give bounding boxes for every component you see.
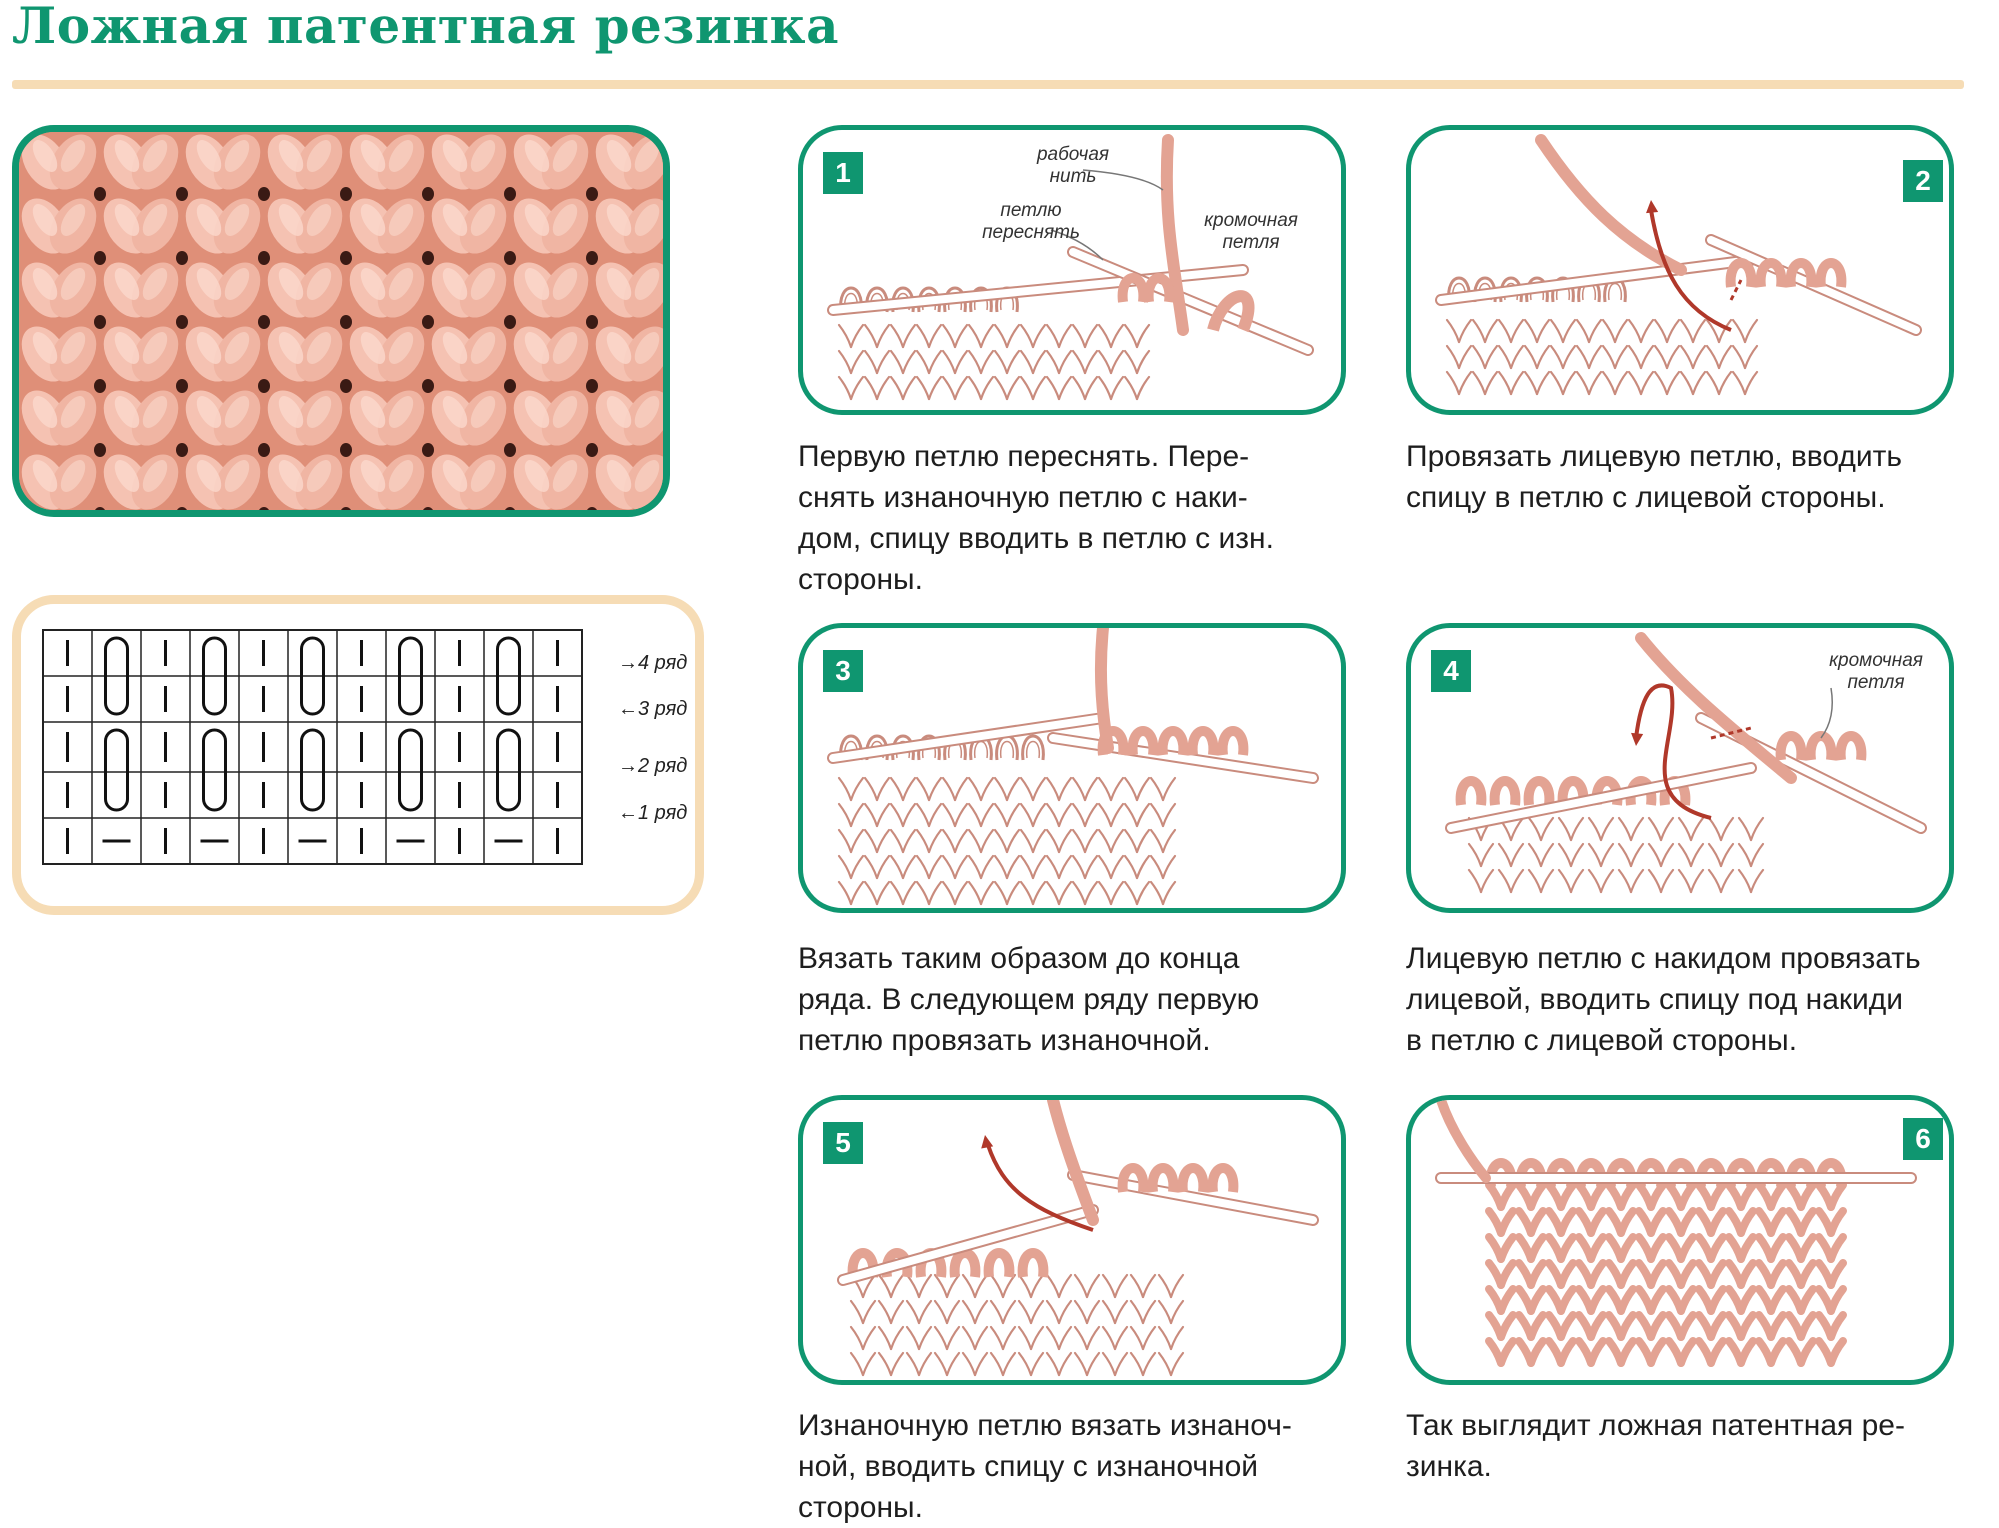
step-4-illustration: 4 кромочная петля bbox=[1406, 623, 1954, 913]
note-slip-stitch: петлю переснять bbox=[982, 200, 1080, 243]
step-5-caption: Изнаночную петлю вязать изнаноч- ной, вв… bbox=[798, 1409, 1292, 1524]
stitch-photo bbox=[12, 125, 670, 517]
step-1-caption: Первую петлю переснять. Пере- снять изна… bbox=[798, 440, 1274, 596]
step-2-badge: 2 bbox=[1903, 160, 1943, 202]
step-4-caption: Лицевую петлю с накидом провязать лицево… bbox=[1406, 942, 1921, 1057]
step-1-badge: 1 bbox=[823, 152, 863, 194]
title-underline bbox=[12, 80, 1964, 89]
step-1-illustration: 1 рабочая нить петлю переснять кромочная… bbox=[798, 125, 1346, 415]
step-2-illustration: 2 bbox=[1406, 125, 1954, 415]
note-working-yarn: рабочая нить bbox=[1036, 144, 1110, 187]
step-6-badge: 6 bbox=[1903, 1118, 1943, 1160]
step-6-caption: Так выглядит ложная патентная ре- зинка. bbox=[1406, 1409, 1905, 1483]
note-edge-stitch: кромочная петля bbox=[1204, 210, 1298, 253]
row-label-4: →4 ряд bbox=[618, 652, 688, 674]
note-edge-stitch-4: кромочная петля bbox=[1829, 650, 1923, 693]
row-label-3: ←3 ряд bbox=[618, 698, 688, 720]
step-3-caption: Вязать таким образом до конца ряда. В сл… bbox=[798, 942, 1260, 1057]
stitch-chart: →4 ряд ←3 ряд →2 ряд ←1 ряд bbox=[12, 595, 704, 915]
step-6-illustration: 6 bbox=[1406, 1095, 1954, 1385]
step-3-badge: 3 bbox=[823, 650, 863, 692]
row-label-1: ←1 ряд bbox=[618, 802, 688, 824]
step-4-badge: 4 bbox=[1431, 650, 1471, 692]
step-5-illustration: 5 bbox=[798, 1095, 1346, 1385]
step-2-caption: Провязать лицевую петлю, вводить спицу в… bbox=[1406, 440, 1903, 514]
step-5-badge: 5 bbox=[823, 1122, 863, 1164]
row-label-2: →2 ряд bbox=[618, 755, 688, 777]
page-title: Ложная патентная резинка bbox=[12, 0, 839, 55]
step-3-illustration: 3 bbox=[798, 623, 1346, 913]
